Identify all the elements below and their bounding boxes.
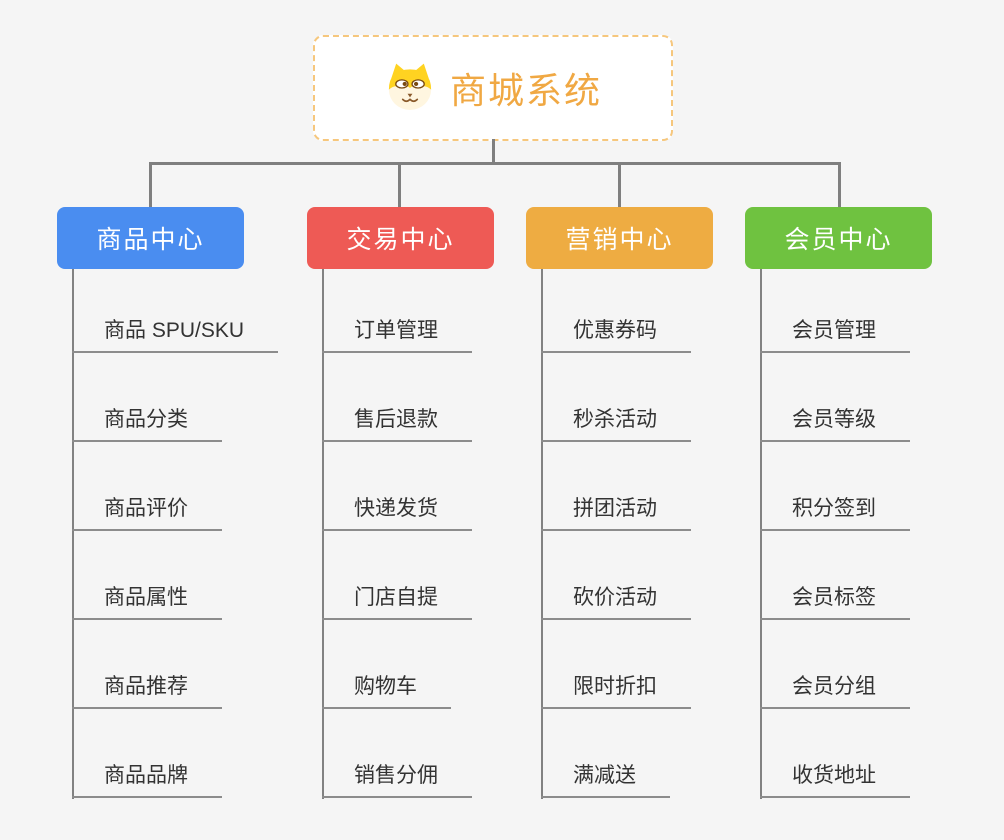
connector-bus <box>149 162 841 165</box>
connector-root-stem <box>492 139 495 163</box>
mindmap-item[interactable]: 售后退款 <box>322 403 472 442</box>
item-slot: 砍价活动 <box>541 531 691 620</box>
item-slot: 拼团活动 <box>541 442 691 531</box>
item-slot: 门店自提 <box>322 531 472 620</box>
mindmap-item[interactable]: 商品评价 <box>72 492 222 531</box>
mindmap-item[interactable]: 秒杀活动 <box>541 403 691 442</box>
item-slot: 商品品牌 <box>72 709 278 798</box>
mindmap-item[interactable]: 门店自提 <box>322 581 472 620</box>
branch-node-trade-center[interactable]: 交易中心 <box>307 207 494 269</box>
connector-column-member <box>760 269 762 799</box>
item-slot: 商品 SPU/SKU <box>72 264 279 353</box>
item-slot: 销售分佣 <box>322 709 472 798</box>
connector-drop-trade <box>398 162 401 209</box>
mindmap-item[interactable]: 会员标签 <box>760 581 910 620</box>
item-slot: 收货地址 <box>760 709 910 798</box>
mindmap-item[interactable]: 优惠券码 <box>541 314 691 353</box>
connector-drop-product <box>149 162 152 209</box>
connector-drop-member <box>838 162 841 209</box>
mindmap-item[interactable]: 拼团活动 <box>541 492 691 531</box>
root-node[interactable]: 商城系统 <box>313 35 673 141</box>
mindmap-item[interactable]: 积分签到 <box>760 492 910 531</box>
mindmap-item[interactable]: 限时折扣 <box>541 670 691 709</box>
connector-column-marketing <box>541 269 543 799</box>
item-slot: 商品属性 <box>72 531 278 620</box>
mindmap-item[interactable]: 商品 SPU/SKU <box>72 314 279 353</box>
mindmap-item[interactable]: 砍价活动 <box>541 581 691 620</box>
branch-node-member-center[interactable]: 会员中心 <box>745 207 932 269</box>
mindmap-item[interactable]: 会员分组 <box>760 670 910 709</box>
mindmap-item[interactable]: 商品分类 <box>72 403 222 442</box>
branch-node-marketing-center[interactable]: 营销中心 <box>526 207 713 269</box>
mindmap-item[interactable]: 满减送 <box>541 759 670 798</box>
mindmap-item[interactable]: 订单管理 <box>322 314 472 353</box>
item-slot: 商品分类 <box>72 353 278 442</box>
mindmap-item[interactable]: 商品属性 <box>72 581 222 620</box>
connector-column-product <box>72 269 74 799</box>
item-slot: 会员管理 <box>760 264 910 353</box>
connector-column-trade <box>322 269 324 799</box>
branch-node-product-center[interactable]: 商品中心 <box>57 207 244 269</box>
item-slot: 满减送 <box>541 709 691 798</box>
mindmap-item[interactable]: 销售分佣 <box>322 759 472 798</box>
item-slot: 优惠券码 <box>541 264 691 353</box>
item-slot: 商品推荐 <box>72 620 278 709</box>
mindmap-item[interactable]: 收货地址 <box>760 759 910 798</box>
mindmap-item[interactable]: 快递发货 <box>322 492 472 531</box>
branch-items-product: 商品 SPU/SKU 商品分类 商品评价 商品属性 商品推荐 商品品牌 <box>72 264 279 798</box>
mindmap-item[interactable]: 会员等级 <box>760 403 910 442</box>
connector-drop-marketing <box>618 162 621 209</box>
item-slot: 会员标签 <box>760 531 910 620</box>
item-slot: 会员等级 <box>760 353 910 442</box>
item-slot: 会员分组 <box>760 620 910 709</box>
item-slot: 商品评价 <box>72 442 278 531</box>
mindmap-item[interactable]: 商品品牌 <box>72 759 222 798</box>
mindmap-item[interactable]: 商品推荐 <box>72 670 222 709</box>
item-slot: 售后退款 <box>322 353 472 442</box>
item-slot: 订单管理 <box>322 264 472 353</box>
item-slot: 限时折扣 <box>541 620 691 709</box>
dog-face-icon <box>388 63 432 110</box>
branch-items-marketing: 优惠券码 秒杀活动 拼团活动 砍价活动 限时折扣 满减送 <box>541 264 691 798</box>
item-slot: 秒杀活动 <box>541 353 691 442</box>
item-slot: 快递发货 <box>322 442 472 531</box>
branch-items-trade: 订单管理 售后退款 快递发货 门店自提 购物车 销售分佣 <box>322 264 472 798</box>
item-slot: 购物车 <box>322 620 472 709</box>
mindmap-item[interactable]: 购物车 <box>322 670 451 709</box>
root-title: 商城系统 <box>449 70 602 111</box>
branch-items-member: 会员管理 会员等级 积分签到 会员标签 会员分组 收货地址 <box>760 264 910 798</box>
item-slot: 积分签到 <box>760 442 910 531</box>
mindmap-item[interactable]: 会员管理 <box>760 314 910 353</box>
